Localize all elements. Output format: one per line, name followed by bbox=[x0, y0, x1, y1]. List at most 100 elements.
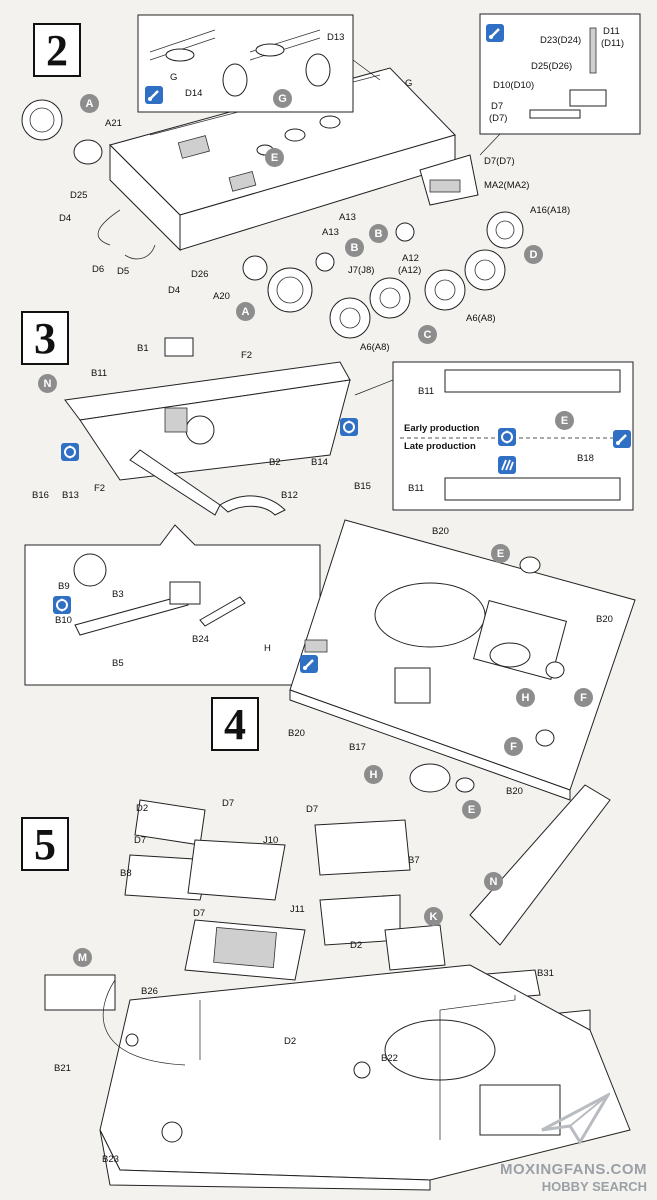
movable-icon bbox=[498, 428, 516, 446]
variant-plates-drawing bbox=[400, 369, 628, 501]
part-label: A6(A8) bbox=[466, 313, 496, 324]
movable-icon bbox=[53, 596, 71, 614]
part-group-badge-b: B bbox=[369, 224, 388, 243]
part-label: B26 bbox=[141, 986, 158, 997]
part-label: D4 bbox=[168, 285, 181, 296]
watermark-site: MOXINGFANS.COM bbox=[499, 1161, 647, 1178]
part-group-badge-a: A bbox=[236, 302, 255, 321]
part-group-badge-n: N bbox=[38, 374, 57, 393]
gun-assembly-drawing bbox=[73, 553, 246, 636]
watermark-shop: HOBBY SEARCH bbox=[541, 1179, 647, 1194]
part-label: J10 bbox=[263, 835, 279, 846]
part-label: D2 bbox=[284, 1036, 297, 1047]
part-group-badge-g: G bbox=[273, 89, 292, 108]
lower-hull-drawing bbox=[109, 67, 479, 252]
part-label: D11 bbox=[603, 26, 620, 37]
part-label: B3 bbox=[112, 589, 124, 600]
part-group-badge-c: C bbox=[418, 325, 437, 344]
part-label: D7 bbox=[491, 101, 504, 112]
part-group-badge-a: A bbox=[80, 94, 99, 113]
sprocket-drawings bbox=[21, 99, 313, 313]
part-label: D7 bbox=[222, 798, 235, 809]
glue-icon bbox=[300, 655, 318, 673]
part-label: A6(A8) bbox=[360, 342, 390, 353]
part-label: D10(D10) bbox=[493, 80, 535, 91]
part-label: A20 bbox=[213, 291, 230, 302]
part-label: (D7) bbox=[489, 113, 508, 124]
part-label: B21 bbox=[54, 1063, 71, 1074]
upper-plate-drawing bbox=[64, 337, 351, 516]
early-production-label: Early production bbox=[404, 423, 480, 434]
part-label: A13 bbox=[322, 227, 339, 238]
part-label: D25 bbox=[70, 190, 88, 201]
glue-icon bbox=[145, 86, 163, 104]
part-label: D4 bbox=[59, 213, 72, 224]
part-label: MA2(MA2) bbox=[484, 180, 530, 191]
part-group-badge-h: H bbox=[364, 765, 383, 784]
upper-hull-drawing bbox=[44, 964, 631, 1191]
part-group-badge-e: E bbox=[555, 411, 574, 430]
part-label: D7(D7) bbox=[484, 156, 515, 167]
part-label: B18 bbox=[577, 453, 594, 464]
part-label: A13 bbox=[339, 212, 356, 223]
part-label: D23(D24) bbox=[540, 35, 582, 46]
part-label: B9 bbox=[58, 581, 70, 592]
part-label: B13 bbox=[62, 490, 79, 501]
part-label: B20 bbox=[506, 786, 523, 797]
part-group-badge-n: N bbox=[484, 872, 503, 891]
part-label: B31 bbox=[537, 968, 554, 979]
part-label: B24 bbox=[192, 634, 209, 645]
part-label: B12 bbox=[281, 490, 298, 501]
part-group-badge-b: B bbox=[345, 238, 364, 257]
part-label: A21 bbox=[105, 118, 122, 129]
hatch-plates-drawing bbox=[124, 784, 611, 1046]
part-label: D7 bbox=[306, 804, 319, 815]
paper-plane-logo bbox=[541, 1092, 610, 1145]
leader-lines bbox=[102, 979, 516, 1140]
glue-icon bbox=[613, 430, 631, 448]
part-label: D25(D26) bbox=[531, 61, 573, 72]
part-label: B20 bbox=[288, 728, 305, 739]
part-label: B16 bbox=[32, 490, 49, 501]
part-label: D2 bbox=[350, 940, 363, 951]
part-label: D2 bbox=[136, 803, 149, 814]
part-label: D5 bbox=[117, 266, 130, 277]
part-label: B11 bbox=[91, 368, 108, 379]
hull-floor-drawing bbox=[289, 519, 636, 801]
glue-icon bbox=[486, 24, 504, 42]
step-number-3: 3 bbox=[21, 311, 69, 365]
part-label: D6 bbox=[92, 264, 105, 275]
part-label: B22 bbox=[381, 1053, 398, 1064]
late-production-label: Late production bbox=[404, 441, 476, 452]
part-label: G bbox=[170, 72, 178, 83]
part-label: G bbox=[405, 78, 413, 89]
part-group-badge-d: D bbox=[524, 245, 543, 264]
part-group-badge-h: H bbox=[516, 688, 535, 707]
part-label: B10 bbox=[55, 615, 72, 626]
part-label: (D11) bbox=[601, 38, 625, 49]
part-group-badge-f: F bbox=[504, 737, 523, 756]
part-label: J7(J8) bbox=[348, 265, 375, 276]
part-label: D7 bbox=[134, 835, 147, 846]
inset-propeller-drawing bbox=[149, 29, 331, 97]
part-label: B14 bbox=[311, 457, 328, 468]
road-wheel-drawings bbox=[97, 209, 524, 339]
part-label: B2 bbox=[269, 457, 281, 468]
part-group-badge-e: E bbox=[491, 544, 510, 563]
part-label: A16(A18) bbox=[530, 205, 571, 216]
movable-icon bbox=[61, 443, 79, 461]
part-label: B15 bbox=[354, 481, 371, 492]
part-label: D26 bbox=[191, 269, 209, 280]
part-group-badge-m: M bbox=[73, 948, 92, 967]
part-label: B5 bbox=[112, 658, 124, 669]
part-group-badge-k: K bbox=[424, 907, 443, 926]
part-label: D7 bbox=[193, 908, 206, 919]
step-number-4: 4 bbox=[211, 697, 259, 751]
inset-linkage-drawing bbox=[529, 27, 607, 119]
part-label: B1 bbox=[137, 343, 149, 354]
part-label: F2 bbox=[241, 350, 253, 361]
part-label: B11 bbox=[408, 483, 425, 494]
movable-icon bbox=[340, 418, 358, 436]
